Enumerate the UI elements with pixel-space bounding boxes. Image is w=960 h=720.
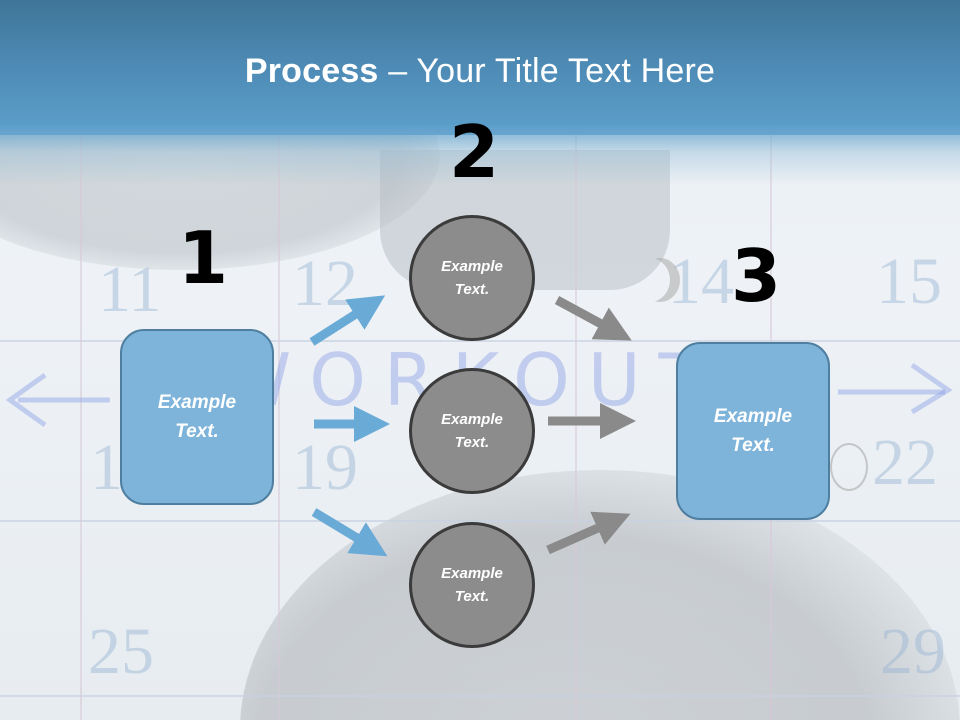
title-rest: – Your Title Text Here bbox=[378, 52, 716, 90]
title-bar bbox=[0, 0, 960, 135]
step-3-box-text-line1: Example bbox=[713, 406, 793, 427]
calendar-number: 14 bbox=[668, 245, 734, 318]
step-2-circle-top[interactable]: Example Text. bbox=[409, 215, 535, 341]
calendar-number: 11 bbox=[98, 253, 162, 326]
arrow-right-down-icon bbox=[311, 508, 388, 557]
step-number-3: 3 bbox=[731, 234, 782, 318]
arrow-right-up-icon bbox=[546, 511, 631, 555]
step-number-1: 1 bbox=[178, 216, 229, 300]
calendar-number: 19 bbox=[292, 431, 358, 504]
circle-text-line1: Example bbox=[441, 258, 503, 275]
calendar-number: 29 bbox=[880, 615, 946, 688]
step-1-box-text-line2: Text. bbox=[175, 421, 219, 442]
step-2-circle-bottom[interactable]: Example Text. bbox=[409, 522, 535, 648]
arrow-right-up-icon bbox=[309, 295, 386, 346]
handwritten-left-arrow-icon bbox=[5, 372, 110, 428]
circle-text-line2: Text. bbox=[454, 281, 490, 298]
calendar-grid-line bbox=[80, 130, 82, 720]
circle-text-line1: Example bbox=[441, 411, 503, 428]
calendar-number: 22 bbox=[872, 426, 938, 499]
circle-text-line1: Example bbox=[441, 565, 503, 582]
step-number-2: 2 bbox=[449, 110, 500, 194]
circle-text-line2: Text. bbox=[454, 434, 490, 451]
calendar-grid-line bbox=[0, 520, 960, 522]
calendar-number: 15 bbox=[876, 245, 942, 318]
calendar-grid-line bbox=[0, 695, 960, 697]
step-2-circle-middle[interactable]: Example Text. bbox=[409, 368, 535, 494]
step-3-box[interactable]: Example Text. bbox=[676, 342, 830, 520]
slide-title[interactable]: Process – Your Title Text Here bbox=[0, 52, 960, 91]
calendar-grid-line bbox=[278, 130, 280, 720]
circle-mark-icon bbox=[830, 443, 868, 491]
step-3-box-text-line2: Text. bbox=[731, 435, 775, 456]
title-bar-fade bbox=[0, 125, 960, 185]
calendar-number: 25 bbox=[88, 615, 154, 688]
step-1-box-text-line1: Example bbox=[157, 392, 237, 413]
handwritten-right-arrow-icon bbox=[838, 362, 953, 415]
title-bold: Process bbox=[244, 52, 379, 90]
step-1-box[interactable]: Example Text. bbox=[120, 329, 274, 505]
arrow-right-down-icon bbox=[554, 296, 632, 341]
calendar-grid-line bbox=[0, 340, 960, 342]
circle-text-line2: Text. bbox=[454, 588, 490, 605]
